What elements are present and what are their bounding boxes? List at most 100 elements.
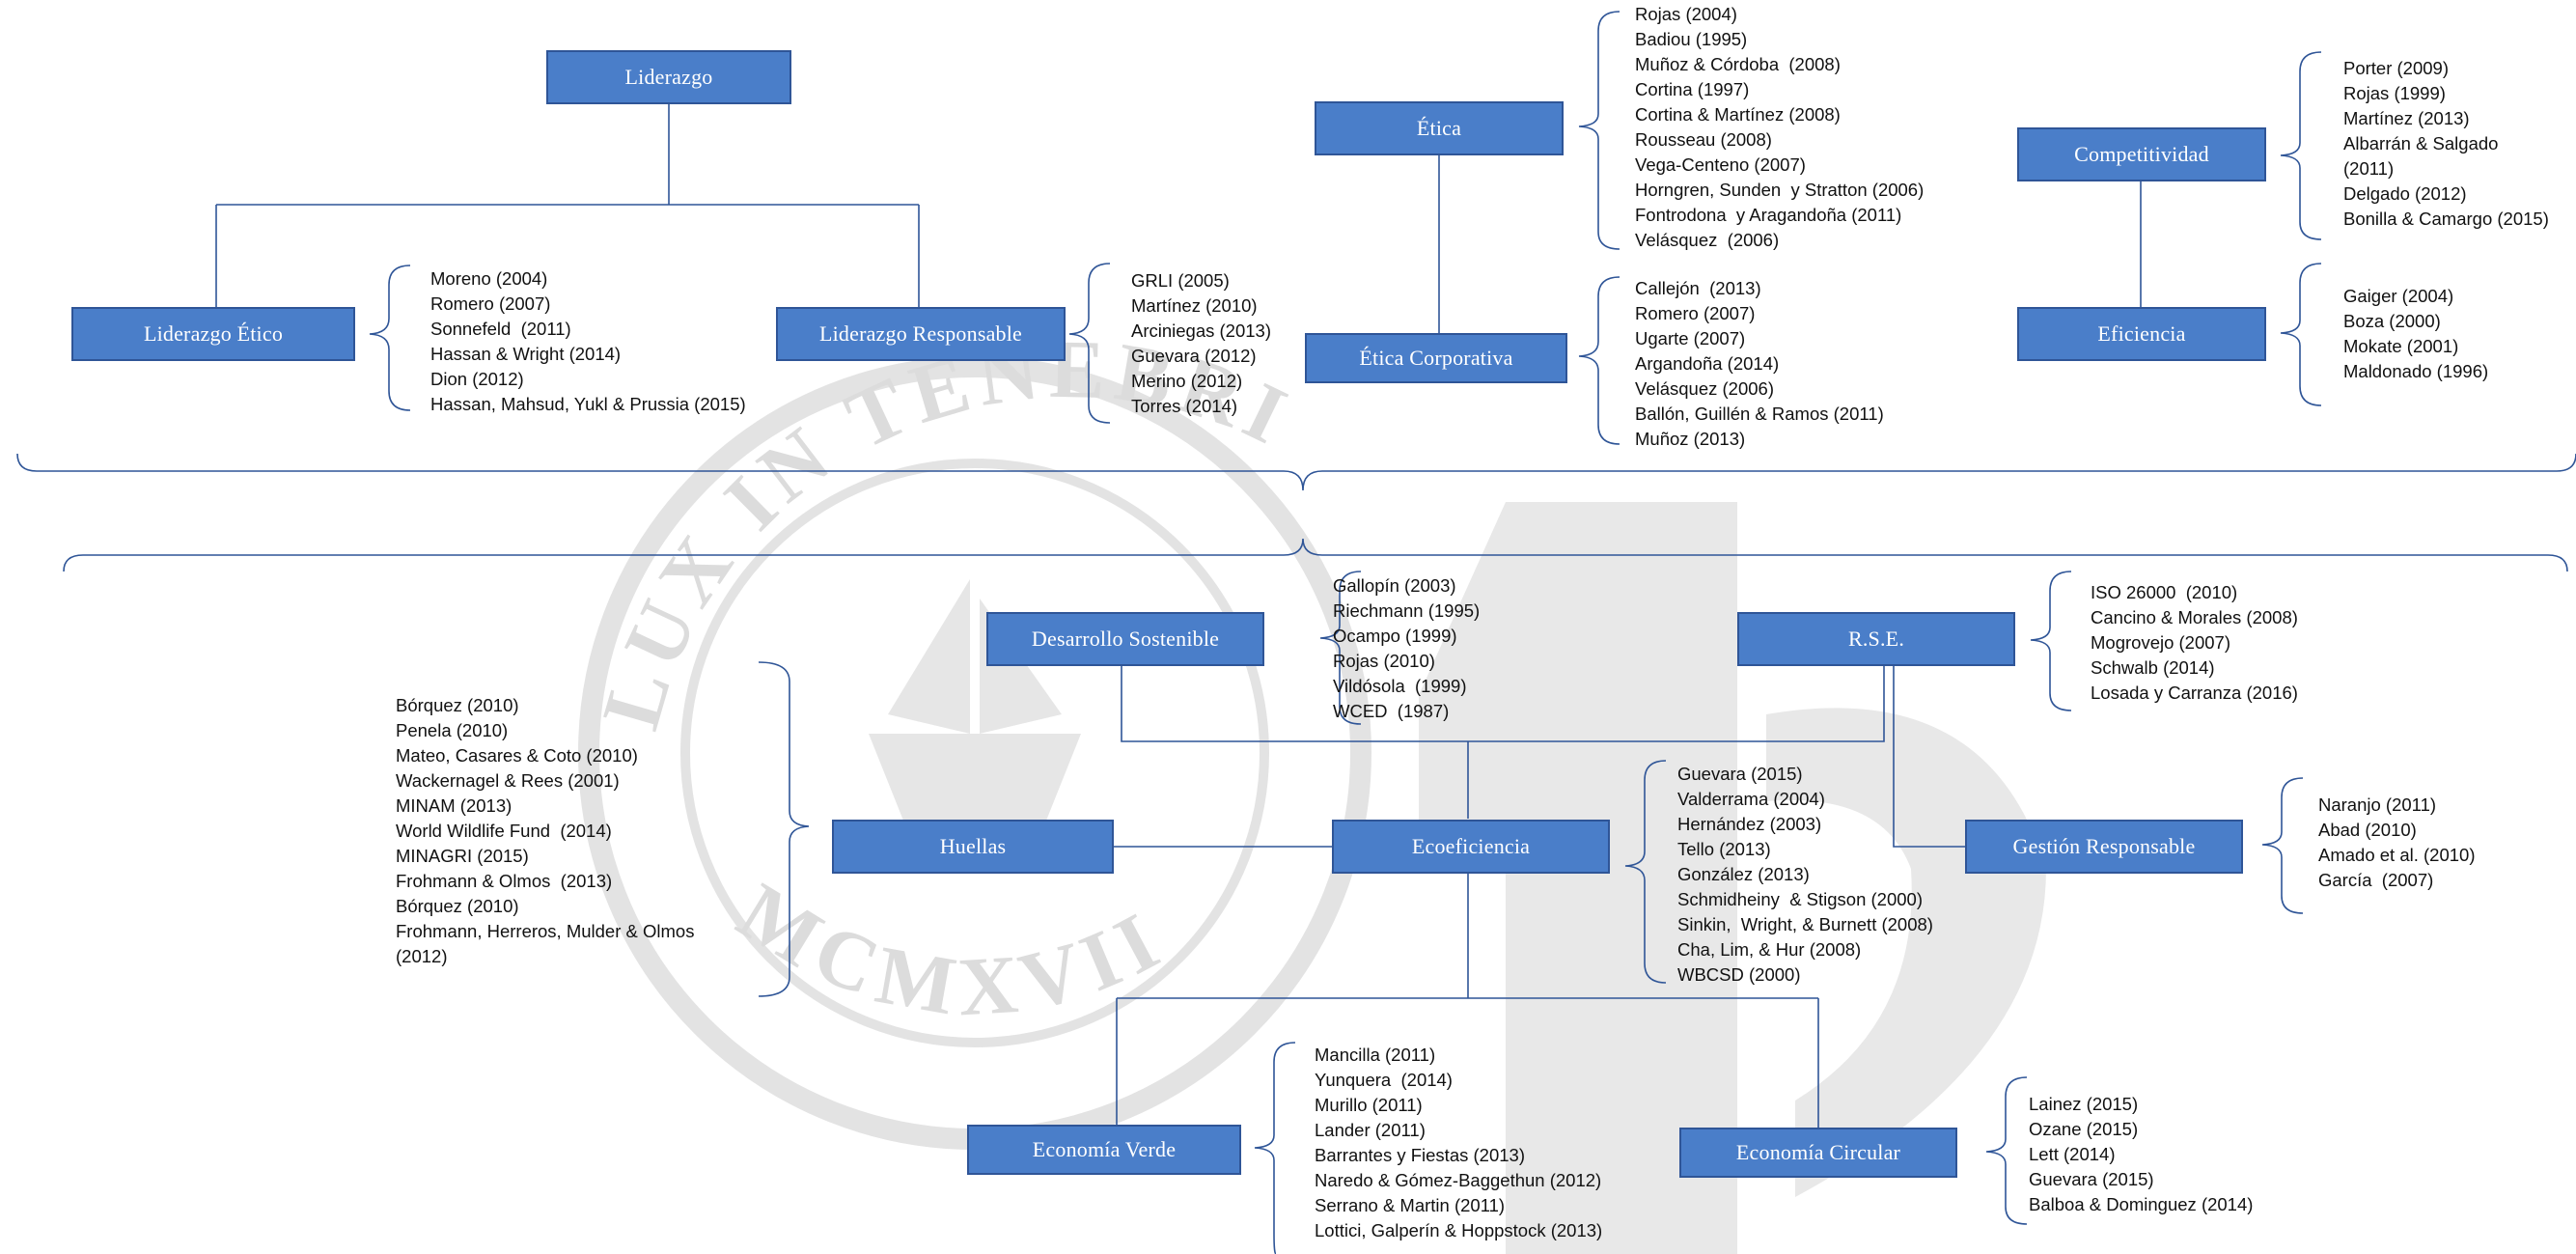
references-rse: ISO 26000 (2010) Cancino & Morales (2008… <box>2091 580 2298 706</box>
references-liderazgo-responsable: GRLI (2005) Martínez (2010) Arciniegas (… <box>1131 268 1271 419</box>
reference-item: Balboa & Dominguez (2014) <box>2029 1194 2254 1214</box>
reference-item: Porter (2009) <box>2343 58 2449 78</box>
node-rse-label: R.S.E. <box>1847 627 1905 651</box>
brace-gestion-responsable <box>2261 777 2304 914</box>
brace-rse <box>2030 571 2072 711</box>
reference-item: Guevara (2015) <box>2029 1169 2154 1189</box>
reference-item: Cortina & Martínez (2008) <box>1635 104 1841 125</box>
reference-item: Schmidheiny & Stigson (2000) <box>1677 889 1923 909</box>
reference-item: Merino (2012) <box>1131 371 1243 391</box>
node-eficiencia: Eficiencia <box>2017 307 2266 361</box>
brace-liderazgo-etico <box>369 265 411 411</box>
reference-item: Lett (2014) <box>2029 1144 2116 1164</box>
brace-economia-verde <box>1254 1042 1296 1254</box>
node-etica-corporativa-label: Ética Corporativa <box>1359 346 1513 370</box>
reference-item: Losada y Carranza (2016) <box>2091 683 2298 703</box>
brace-desarrollo-sostenible <box>1319 571 1362 725</box>
reference-item: Mateo, Casares & Coto (2010) <box>396 745 638 766</box>
reference-item: MINAM (2013) <box>396 795 512 816</box>
separator-bottom-brace <box>63 538 2568 572</box>
node-etica-corporativa: Ética Corporativa <box>1305 333 1567 383</box>
reference-item: Bonilla & Camargo (2015) <box>2343 209 2549 229</box>
reference-item: GRLI (2005) <box>1131 270 1230 291</box>
references-economia-circular: Lainez (2015) Ozane (2015) Lett (2014) G… <box>2029 1092 2253 1217</box>
reference-item: Naredo & Gómez-Baggethun (2012) <box>1315 1170 1602 1190</box>
reference-item: Serrano & Martin (2011) <box>1315 1195 1506 1215</box>
reference-item: Sinkin, Wright, & Burnett (2008) <box>1677 914 1933 934</box>
reference-item: Martínez (2010) <box>1131 295 1258 316</box>
reference-item: García (2007) <box>2318 870 2434 890</box>
node-competitividad: Competitividad <box>2017 127 2266 181</box>
node-huellas: Huellas <box>832 820 1114 874</box>
reference-item: Rousseau (2008) <box>1635 129 1772 150</box>
brace-etica-corporativa <box>1578 276 1620 445</box>
node-economia-circular-label: Economía Circular <box>1735 1140 1901 1164</box>
reference-item: Cortina (1997) <box>1635 79 1750 99</box>
node-ecoeficiencia: Ecoeficiencia <box>1332 820 1610 874</box>
reference-item: Frohmann, Herreros, Mulder & Olmos <box>396 921 695 941</box>
node-liderazgo-etico: Liderazgo Ético <box>71 307 355 361</box>
brace-huellas <box>758 661 810 997</box>
reference-item: Ballón, Guillén & Ramos (2011) <box>1635 404 1884 424</box>
reference-item: Gallopín (2003) <box>1333 575 1456 596</box>
reference-item: Hassan & Wright (2014) <box>430 344 622 364</box>
brace-competitividad <box>2280 51 2322 240</box>
references-gestion-responsable: Naranjo (2011) Abad (2010) Amado et al. … <box>2318 793 2475 893</box>
brace-etica <box>1578 11 1620 250</box>
reference-item: Wackernagel & Rees (2001) <box>396 770 620 791</box>
reference-item: Moreno (2004) <box>430 268 548 289</box>
node-huellas-label: Huellas <box>939 834 1007 858</box>
node-economia-circular: Economía Circular <box>1679 1128 1957 1178</box>
references-liderazgo-etico: Moreno (2004) Romero (2007) Sonnefeld (2… <box>430 266 746 417</box>
references-competitividad: Porter (2009) Rojas (1999) Martínez (201… <box>2343 56 2549 232</box>
connector-desarrollo-sostenible <box>1121 666 1885 742</box>
references-etica-corporativa: Callejón (2013) Romero (2007) Ugarte (20… <box>1635 276 1884 452</box>
node-rse: R.S.E. <box>1737 612 2015 666</box>
reference-item: Gaiger (2004) <box>2343 286 2454 306</box>
reference-item: Guevara (2015) <box>1677 764 1803 784</box>
references-economia-verde: Mancilla (2011) Yunquera (2014) Murillo … <box>1315 1043 1602 1243</box>
reference-item: Schwalb (2014) <box>2091 657 2215 678</box>
node-gestion-responsable: Gestión Responsable <box>1965 820 2243 874</box>
reference-item: Lottici, Galperín & Hoppstock (2013) <box>1315 1220 1603 1240</box>
reference-item: Sonnefeld (2011) <box>430 319 571 339</box>
reference-item: Abad (2010) <box>2318 820 2417 840</box>
reference-item: WBCSD (2000) <box>1677 964 1801 985</box>
references-ecoeficiencia: Guevara (2015) Valderrama (2004) Hernánd… <box>1677 762 1933 988</box>
reference-item: Barrantes y Fiestas (2013) <box>1315 1145 1525 1165</box>
reference-item: Torres (2014) <box>1131 396 1238 416</box>
connector-rse-gestion <box>1893 666 1965 848</box>
reference-item: World Wildlife Fund (2014) <box>396 821 612 841</box>
brace-liderazgo-responsable <box>1068 263 1111 424</box>
references-eficiencia: Gaiger (2004) Boza (2000) Mokate (2001) … <box>2343 284 2488 384</box>
reference-item: Bórquez (2010) <box>396 896 519 916</box>
reference-item: Horngren, Sunden y Stratton (2006) <box>1635 180 1925 200</box>
reference-item: Rojas (2010) <box>1333 651 1435 671</box>
reference-item: Argandoña (2014) <box>1635 353 1780 374</box>
reference-item: Muñoz (2013) <box>1635 429 1746 449</box>
reference-item: Mancilla (2011) <box>1315 1045 1436 1065</box>
node-competitividad-label: Competitividad <box>2074 142 2209 166</box>
reference-item: Maldonado (1996) <box>2343 361 2489 381</box>
node-liderazgo-etico-label: Liderazgo Ético <box>143 321 284 346</box>
node-liderazgo: Liderazgo <box>546 50 791 104</box>
reference-item: Riechmann (1995) <box>1333 600 1481 621</box>
reference-item: (2011) <box>2343 158 2395 179</box>
reference-item: Velásquez (2006) <box>1635 230 1780 250</box>
brace-economia-circular <box>1985 1076 2028 1225</box>
reference-item: Penela (2010) <box>396 720 509 740</box>
reference-item: Ocampo (1999) <box>1333 626 1457 646</box>
reference-item: Guevara (2012) <box>1131 346 1257 366</box>
references-desarrollo-sostenible: Gallopín (2003) Riechmann (1995) Ocampo … <box>1333 573 1480 724</box>
reference-item: WCED (1987) <box>1333 701 1450 721</box>
reference-item: Romero (2007) <box>1635 303 1756 323</box>
node-ecoeficiencia-label: Ecoeficiencia <box>1411 834 1531 858</box>
separator-top-brace <box>16 453 2576 491</box>
reference-item: Vildósola (1999) <box>1333 676 1467 696</box>
node-desarrollo-sostenible: Desarrollo Sostenible <box>986 612 1264 666</box>
reference-item: Vega-Centeno (2007) <box>1635 154 1806 175</box>
node-liderazgo-responsable-label: Liderazgo Responsable <box>818 321 1023 346</box>
reference-item: Ozane (2015) <box>2029 1119 2139 1139</box>
reference-item: Bórquez (2010) <box>396 695 519 715</box>
